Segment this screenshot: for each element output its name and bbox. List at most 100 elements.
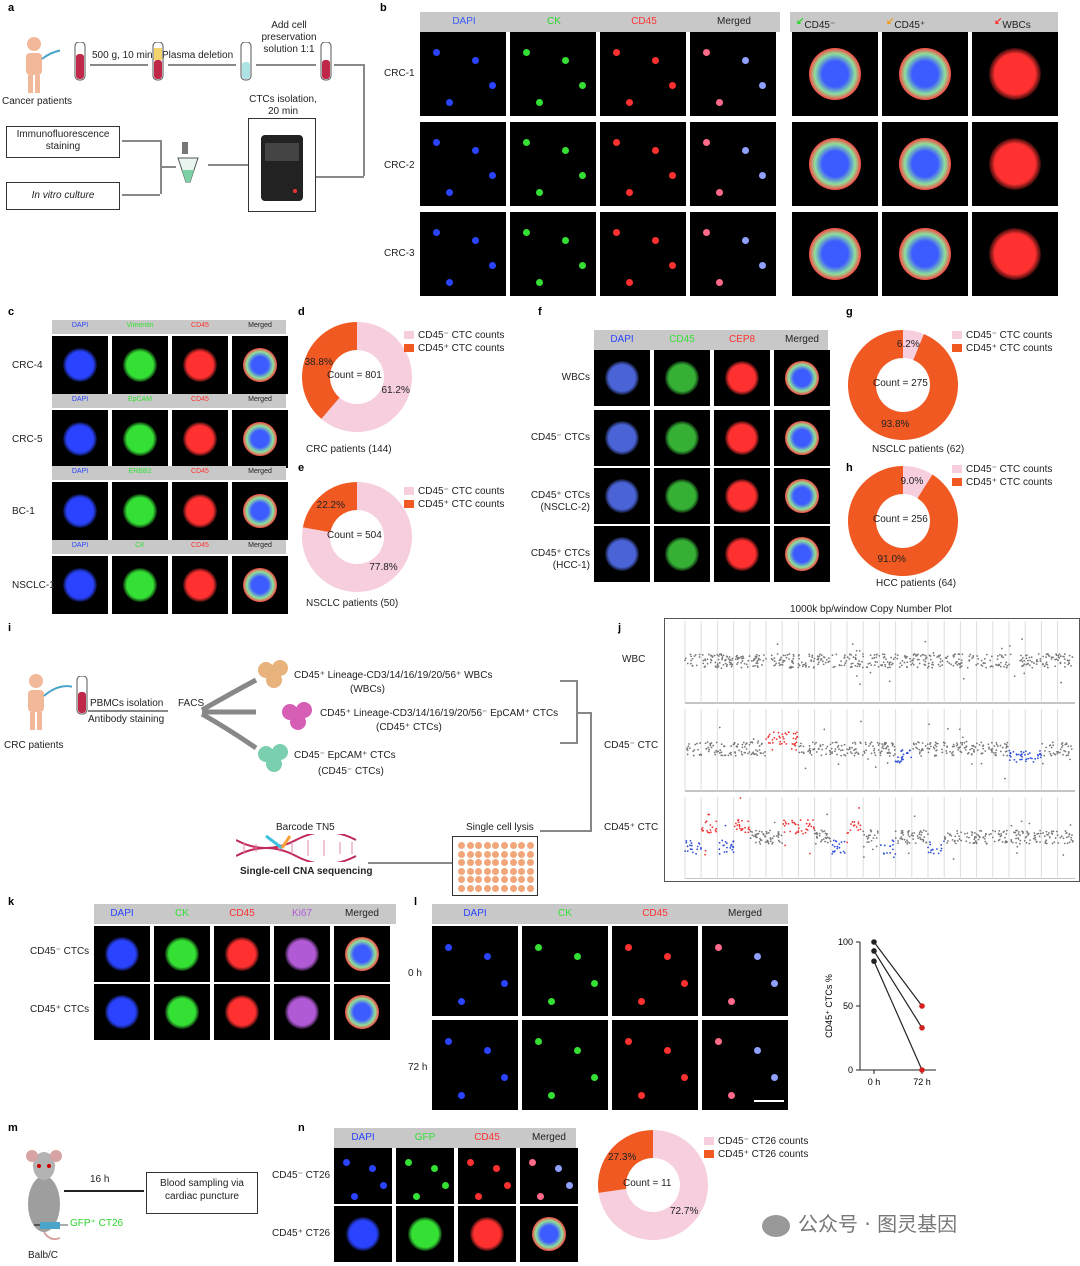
- b-tile-1-0: [420, 122, 506, 206]
- well: [492, 859, 500, 867]
- l-tile-0-2-spot: [663, 953, 671, 960]
- pipette-tube-icon: [177, 142, 199, 183]
- c-tile-2-0-cell: [62, 493, 98, 529]
- b-tile-0-0-spot: [488, 82, 496, 90]
- donut-n-neg-label: 72.7%: [670, 1205, 699, 1217]
- b-header-dapi: DAPI: [452, 16, 476, 27]
- donut-d-pos-label: 38.8%: [304, 356, 333, 368]
- pop2-label: CD45⁺ Lineage-CD3/14/16/19/20/56⁻ EpCAM⁺…: [320, 708, 559, 719]
- b-tile-2-3-spot: [758, 262, 766, 270]
- b-zoom-1-2: [972, 122, 1058, 206]
- b-zoom-1-1: [882, 122, 968, 206]
- well: [466, 885, 474, 892]
- well: [492, 885, 500, 892]
- tube-mixed-icon: [320, 42, 332, 81]
- donut-e-legend-pos: CD45⁺ CTC counts: [404, 499, 504, 510]
- k-tile-0-4: [334, 926, 390, 982]
- n-tile-0-2-spot: [475, 1192, 483, 1200]
- k-tile-1-3-cell: [284, 994, 320, 1030]
- point-2-0: [871, 958, 877, 964]
- cnv-band-2: [684, 797, 1075, 879]
- c-tile-1-2: [172, 410, 228, 468]
- l-tile-1-1: [522, 1020, 608, 1110]
- l-tile-0-1-spot: [534, 944, 542, 951]
- b-tile-1-1-spot: [561, 147, 569, 155]
- c-header-1-3: Merged: [248, 396, 272, 403]
- well: [509, 885, 517, 892]
- f-row-label-3: CD45⁺ CTCs (HCC-1): [530, 548, 590, 571]
- b-zoom-0-0-cell: [808, 47, 862, 101]
- l-tile-1-3-spot: [714, 1038, 722, 1045]
- c-tile-1-3-cell: [242, 421, 278, 457]
- f-tile-2-0: [594, 468, 650, 524]
- well: [492, 876, 500, 884]
- l-tile-1-3-spot: [753, 1047, 761, 1054]
- f-tile-3-0: [594, 526, 650, 582]
- b-tile-0-3-spot: [758, 82, 766, 90]
- b-zoom-1-0-cell: [808, 137, 862, 191]
- c-header-1-2: CD45: [191, 396, 209, 403]
- donut-d-center: Count = 801: [327, 370, 382, 381]
- donut-h-title: HCC patients (64): [876, 578, 957, 589]
- donut-e: [302, 482, 412, 592]
- panel-label-k: k: [8, 896, 15, 908]
- well: [526, 850, 534, 858]
- b-arrow-wbc: ↙ WBCs: [994, 16, 1031, 31]
- pop3-label: CD45⁻ EpCAM⁺ CTCs: [294, 750, 396, 761]
- series-line-0: [873, 941, 923, 1007]
- l-tile-1-2-spot: [624, 1038, 632, 1045]
- immunofluorescence-label: Immunofluorescence staining: [16, 129, 110, 152]
- barcode-label: Barcode TN5: [276, 822, 335, 833]
- c-tile-0-2: [172, 336, 228, 394]
- donut-e-center: Count = 504: [327, 530, 382, 541]
- c-header-0-0: DAPI: [71, 322, 89, 329]
- f-tile-0-0-cell: [604, 360, 640, 396]
- l-tile-0-3-spot: [727, 998, 735, 1005]
- instrument-box: [248, 118, 316, 212]
- x-tick-label-1: 72 h: [913, 1077, 931, 1087]
- donut-g-legend-pos: CD45⁺ CTC counts: [952, 343, 1052, 354]
- c-header-2-0: DAPI: [71, 468, 89, 475]
- panel-label-g: g: [846, 306, 853, 318]
- donut-h-pos-slice: [848, 466, 958, 576]
- cnv-row-neg: CD45⁻ CTC: [604, 740, 659, 751]
- b-tile-2-0-spot: [488, 262, 496, 270]
- arrow-4-in: [316, 176, 364, 178]
- b-tile-0-1-spot: [522, 48, 530, 56]
- k-tile-1-2: [214, 984, 270, 1040]
- b-tile-0-3-spot: [702, 48, 710, 56]
- n-tile-0-0-spot: [342, 1159, 350, 1167]
- c-tile-0-1-cell: [122, 347, 158, 383]
- well: [466, 876, 474, 884]
- c-tile-0-1: [112, 336, 168, 394]
- well: [492, 850, 500, 858]
- tube-plasma-icon: [152, 42, 164, 81]
- b-zoom-2-1: [882, 212, 968, 296]
- n-header-label-3: Merged: [532, 1132, 566, 1143]
- n-tile-0-1-spot: [442, 1181, 450, 1189]
- panel-label-i: i: [8, 622, 12, 634]
- arrow-5: [208, 164, 248, 166]
- b-tile-1-1-spot: [578, 172, 586, 180]
- cd45neg-cluster-icon: [258, 744, 288, 772]
- l-tile-0-1: [522, 926, 608, 1016]
- b-zoom-2-0: [792, 212, 878, 296]
- well: [509, 850, 517, 858]
- donut-n-legend-pos: CD45⁺ CT26 counts: [704, 1149, 808, 1160]
- panel-label-c: c: [8, 306, 15, 318]
- c-tile-3-0-cell: [62, 567, 98, 603]
- donut-g-pos-label: 93.8%: [881, 419, 910, 431]
- k-header-label-0: DAPI: [110, 908, 134, 919]
- cnv-row-pos: CD45⁺ CTC: [604, 822, 659, 833]
- preservation-label: Add cell preservation solution 1:1: [261, 20, 317, 55]
- wechat-icon: [762, 1214, 790, 1237]
- l-tile-0-2-spot: [680, 980, 688, 987]
- well: [466, 867, 474, 875]
- well: [483, 842, 491, 849]
- donut-d: [302, 322, 412, 432]
- b-tile-1-1-spot: [522, 138, 530, 146]
- donut-e-neg-slice: [302, 482, 412, 592]
